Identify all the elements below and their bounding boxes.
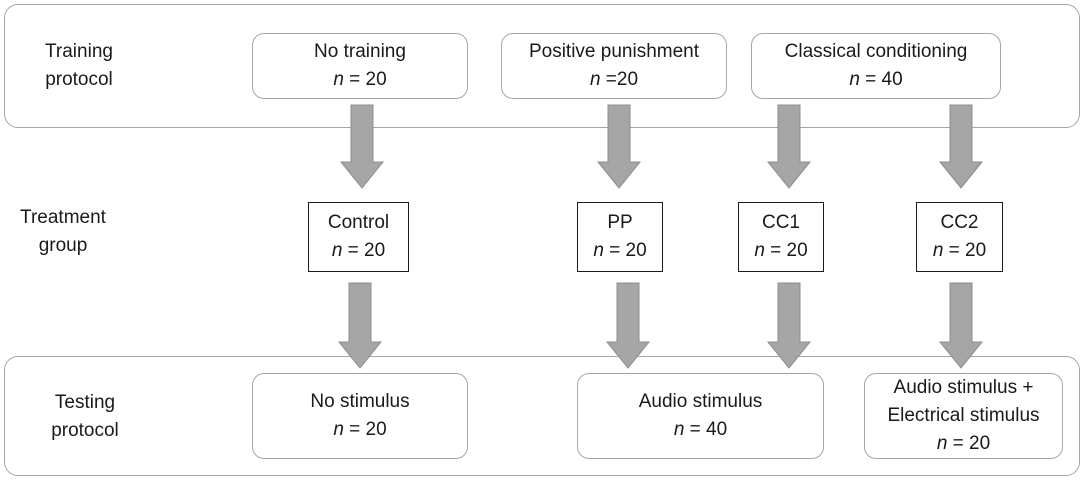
box-n: n = 40 (849, 69, 903, 90)
box-n: n = 20 (936, 433, 991, 454)
box-n: n = 20 (331, 240, 386, 261)
box-n: n = 40 (673, 419, 728, 440)
treatment-label-line2: group (38, 235, 88, 256)
arrow-pp-training-to-pp (596, 104, 642, 189)
testing-box-audio-stimulus: Audio stimulus n = 40 (577, 373, 824, 459)
testing-box-audio-electrical-stimulus: Audio stimulus + Electrical stimulus n =… (864, 373, 1063, 459)
treatment-group-label: Treatment group (8, 204, 118, 260)
box-title: Positive punishment (528, 41, 700, 62)
training-label-line1: Training (45, 41, 113, 62)
training-box-classical-conditioning: Classical conditioning n = 40 (751, 33, 1001, 99)
box-title: Audio stimulus (638, 391, 763, 412)
arrow-cc-to-cc2 (938, 104, 984, 189)
testing-box-no-stimulus: No stimulus n = 20 (252, 373, 468, 459)
treatment-label-line1: Treatment (20, 207, 106, 228)
treatment-box-pp: PP n = 20 (577, 202, 663, 272)
training-box-no-training: No training n = 20 (252, 33, 468, 99)
box-n: n = 20 (593, 240, 647, 261)
arrow-pp-to-audio (605, 282, 651, 369)
treatment-box-cc2: CC2 n = 20 (916, 202, 1003, 272)
arrow-no-training-to-control (339, 104, 385, 189)
box-title: Control (327, 212, 390, 233)
arrow-cc2-to-audio-electrical (938, 282, 984, 369)
box-n: n = 20 (754, 240, 808, 261)
treatment-box-control: Control n = 20 (308, 202, 409, 272)
arrow-control-to-no-stimulus (337, 282, 383, 369)
testing-label-line1: Testing (54, 392, 116, 413)
training-protocol-label: Training protocol (24, 38, 134, 94)
testing-protocol-label: Testing protocol (30, 389, 140, 445)
box-n: n =20 (589, 69, 639, 90)
box-n: n = 20 (333, 419, 387, 440)
training-label-line2: protocol (45, 69, 113, 90)
box-title: Classical conditioning (784, 41, 968, 62)
treatment-box-cc1: CC1 n = 20 (738, 202, 824, 272)
box-title: No stimulus (310, 391, 410, 412)
training-box-positive-punishment: Positive punishment n =20 (501, 33, 727, 99)
arrow-cc-to-cc1 (766, 104, 812, 189)
testing-label-line2: protocol (51, 420, 119, 441)
box-title-line2: Electrical stimulus (887, 405, 1040, 426)
box-title: PP (607, 212, 633, 233)
arrow-cc1-to-audio (766, 282, 812, 369)
box-title: No training (314, 41, 406, 62)
box-n: n = 20 (333, 69, 387, 90)
box-title: CC2 (940, 212, 979, 233)
box-n: n = 20 (932, 240, 987, 261)
box-title: Audio stimulus + (893, 377, 1034, 398)
box-title: CC1 (761, 212, 800, 233)
